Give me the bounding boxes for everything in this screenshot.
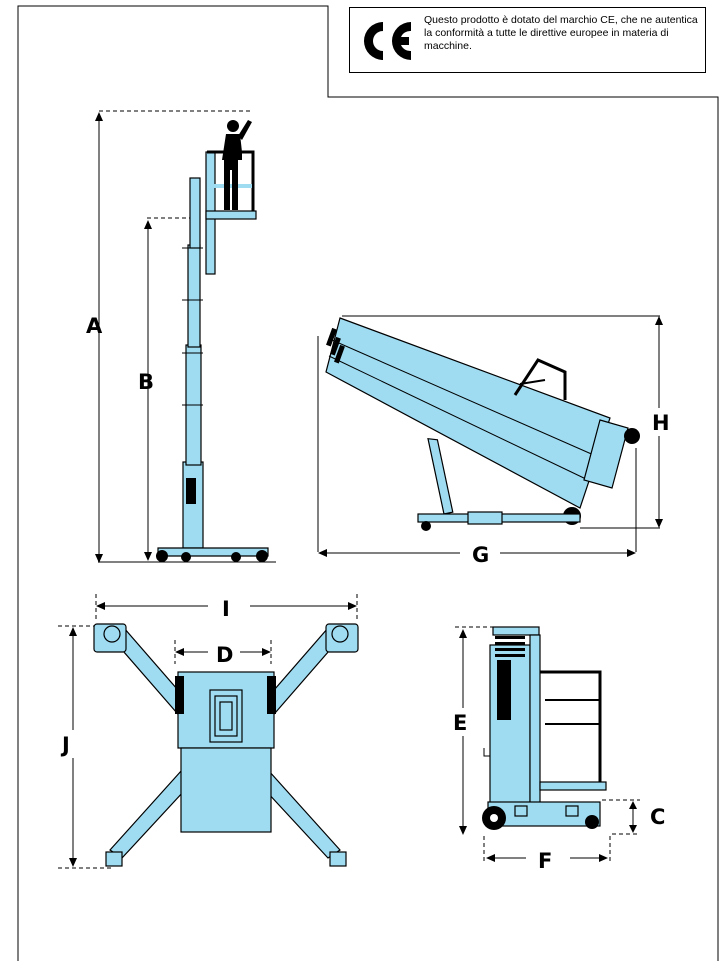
transport-wheel-top: [624, 428, 640, 444]
tilted-mast: [325, 317, 611, 509]
lift-base: [157, 547, 269, 557]
frame-border: [17, 5, 719, 961]
mast-section-4: [189, 177, 201, 249]
stowed-side-view: E F C: [453, 626, 665, 873]
dim-label-g: G: [472, 543, 489, 567]
stowed-platform-rail: [540, 670, 602, 782]
wheel-front: [156, 550, 168, 562]
dim-label-h: H: [652, 411, 670, 435]
ce-mark-logo: [363, 22, 411, 60]
mast-section-3: [187, 244, 201, 348]
dim-label-a: A: [86, 314, 103, 338]
control-box: [186, 478, 196, 504]
transport-view: G H: [317, 315, 670, 567]
ce-notice-box: Questo prodotto è dotato del marchio CE,…: [349, 7, 706, 73]
mast-end-cap: [583, 419, 629, 489]
top-view: I J D: [58, 594, 359, 869]
dim-label-j: J: [60, 733, 70, 757]
pad-bottom-right: [329, 851, 347, 867]
dim-label-c: C: [650, 805, 665, 829]
wheel-rear: [256, 550, 268, 562]
dim-label-e: E: [453, 711, 467, 735]
platform-floor: [205, 210, 257, 220]
dim-label-d: D: [216, 643, 233, 667]
mast-top-caps: [326, 327, 345, 364]
mast-base-section: [182, 461, 204, 549]
stowed-platform-floor: [539, 781, 607, 791]
stowed-wheel-small: [585, 815, 599, 829]
extended-lift-view: A B: [86, 110, 276, 563]
dim-label-i: I: [222, 597, 230, 621]
outrigger-leg: [427, 437, 454, 515]
stowed-base: [487, 801, 601, 827]
dim-label-f: F: [538, 849, 552, 873]
stowed-mast-cap: [492, 626, 540, 636]
dim-label-b: B: [138, 370, 154, 394]
stowed-control-box: [497, 660, 511, 720]
pad-bottom-left: [105, 851, 123, 867]
transport-platform-rail: [513, 358, 567, 400]
operator-silhouette: [222, 120, 252, 210]
top-chassis-lower: [180, 747, 272, 833]
ce-notice-text: Questo prodotto è dotato del marchio CE,…: [424, 14, 698, 52]
dim-c-arrowheads: [629, 801, 637, 833]
